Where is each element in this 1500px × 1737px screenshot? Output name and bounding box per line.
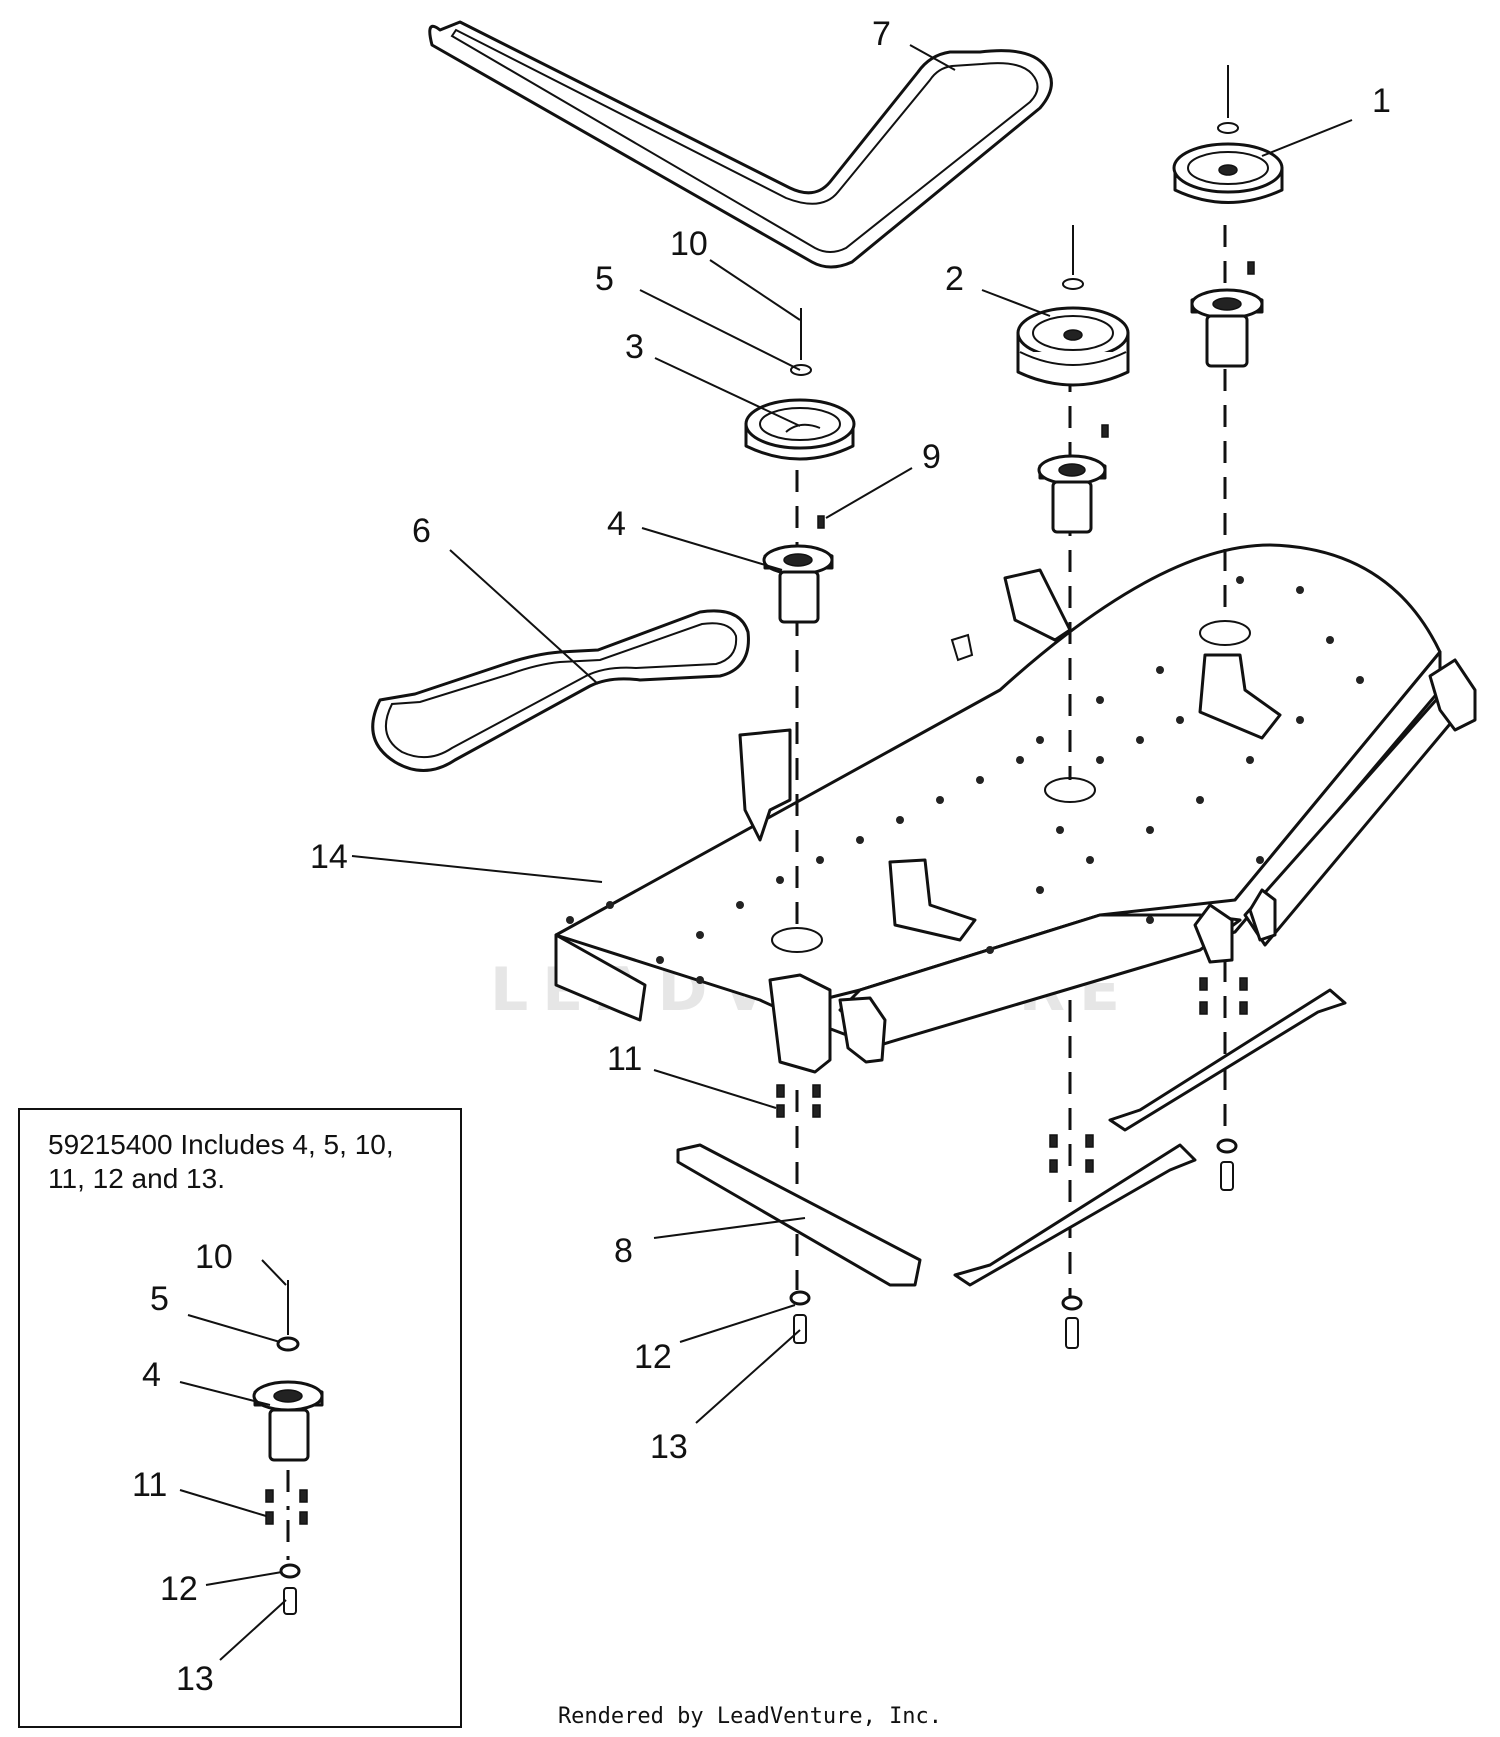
pulley-3[interactable] bbox=[744, 308, 856, 461]
blade-hardware-middle[interactable] bbox=[1061, 1295, 1083, 1349]
inset-callout-labels: 10 5 4 11 12 13 bbox=[132, 1238, 233, 1698]
spindle-4[interactable] bbox=[762, 544, 834, 624]
callout-9: 9 bbox=[922, 438, 941, 476]
inset-callout-5: 5 bbox=[150, 1280, 169, 1318]
blade-middle[interactable] bbox=[953, 1143, 1197, 1287]
key-9[interactable] bbox=[817, 515, 825, 529]
spindle-middle[interactable] bbox=[1037, 424, 1109, 534]
callout-1: 1 bbox=[1372, 82, 1391, 120]
callout-8: 8 bbox=[614, 1232, 633, 1270]
inset-callout-11: 11 bbox=[132, 1466, 167, 1504]
callout-5: 5 bbox=[595, 260, 614, 298]
mower-deck-14[interactable] bbox=[554, 543, 1477, 1074]
callout-7: 7 bbox=[872, 15, 891, 53]
callout-11: 11 bbox=[607, 1040, 642, 1078]
pulley-2[interactable] bbox=[1016, 225, 1130, 387]
callout-2: 2 bbox=[945, 260, 964, 298]
belt-6[interactable] bbox=[371, 609, 750, 772]
belt-7[interactable] bbox=[428, 20, 1053, 269]
pulley-1[interactable] bbox=[1172, 65, 1284, 204]
leader-lines bbox=[351, 44, 1353, 1424]
callout-12: 12 bbox=[634, 1338, 672, 1376]
inset-box bbox=[18, 1108, 462, 1728]
callout-13: 13 bbox=[650, 1428, 688, 1466]
blade-8-left[interactable] bbox=[676, 1143, 922, 1287]
footer-credit: Rendered by LeadVenture, Inc. bbox=[557, 1704, 943, 1729]
callout-3: 3 bbox=[625, 328, 644, 366]
inset-callout-10: 10 bbox=[195, 1238, 233, 1276]
inset-leader-lines bbox=[179, 1259, 287, 1661]
blade-hardware-left[interactable] bbox=[789, 1290, 811, 1344]
callout-labels: 1 2 3 4 5 6 7 8 9 10 11 12 13 14 bbox=[310, 15, 1391, 1466]
callout-4: 4 bbox=[607, 505, 626, 543]
callout-6: 6 bbox=[412, 512, 431, 550]
inset-note: 59215400 Includes 4, 5, 10, 11, 12 and 1… bbox=[48, 1129, 394, 1194]
blade-hardware-right[interactable] bbox=[1216, 1138, 1238, 1191]
blade-right[interactable] bbox=[1108, 988, 1347, 1132]
inset-callout-4: 4 bbox=[142, 1356, 161, 1394]
callout-10: 10 bbox=[670, 225, 708, 263]
spindle-right[interactable] bbox=[1190, 261, 1264, 368]
inset-spindle-assembly[interactable] bbox=[252, 1280, 324, 1615]
bolts-11[interactable] bbox=[776, 977, 1248, 1173]
inset-callout-12: 12 bbox=[160, 1570, 198, 1608]
inset-callout-13: 13 bbox=[176, 1660, 214, 1698]
callout-14: 14 bbox=[310, 838, 348, 876]
